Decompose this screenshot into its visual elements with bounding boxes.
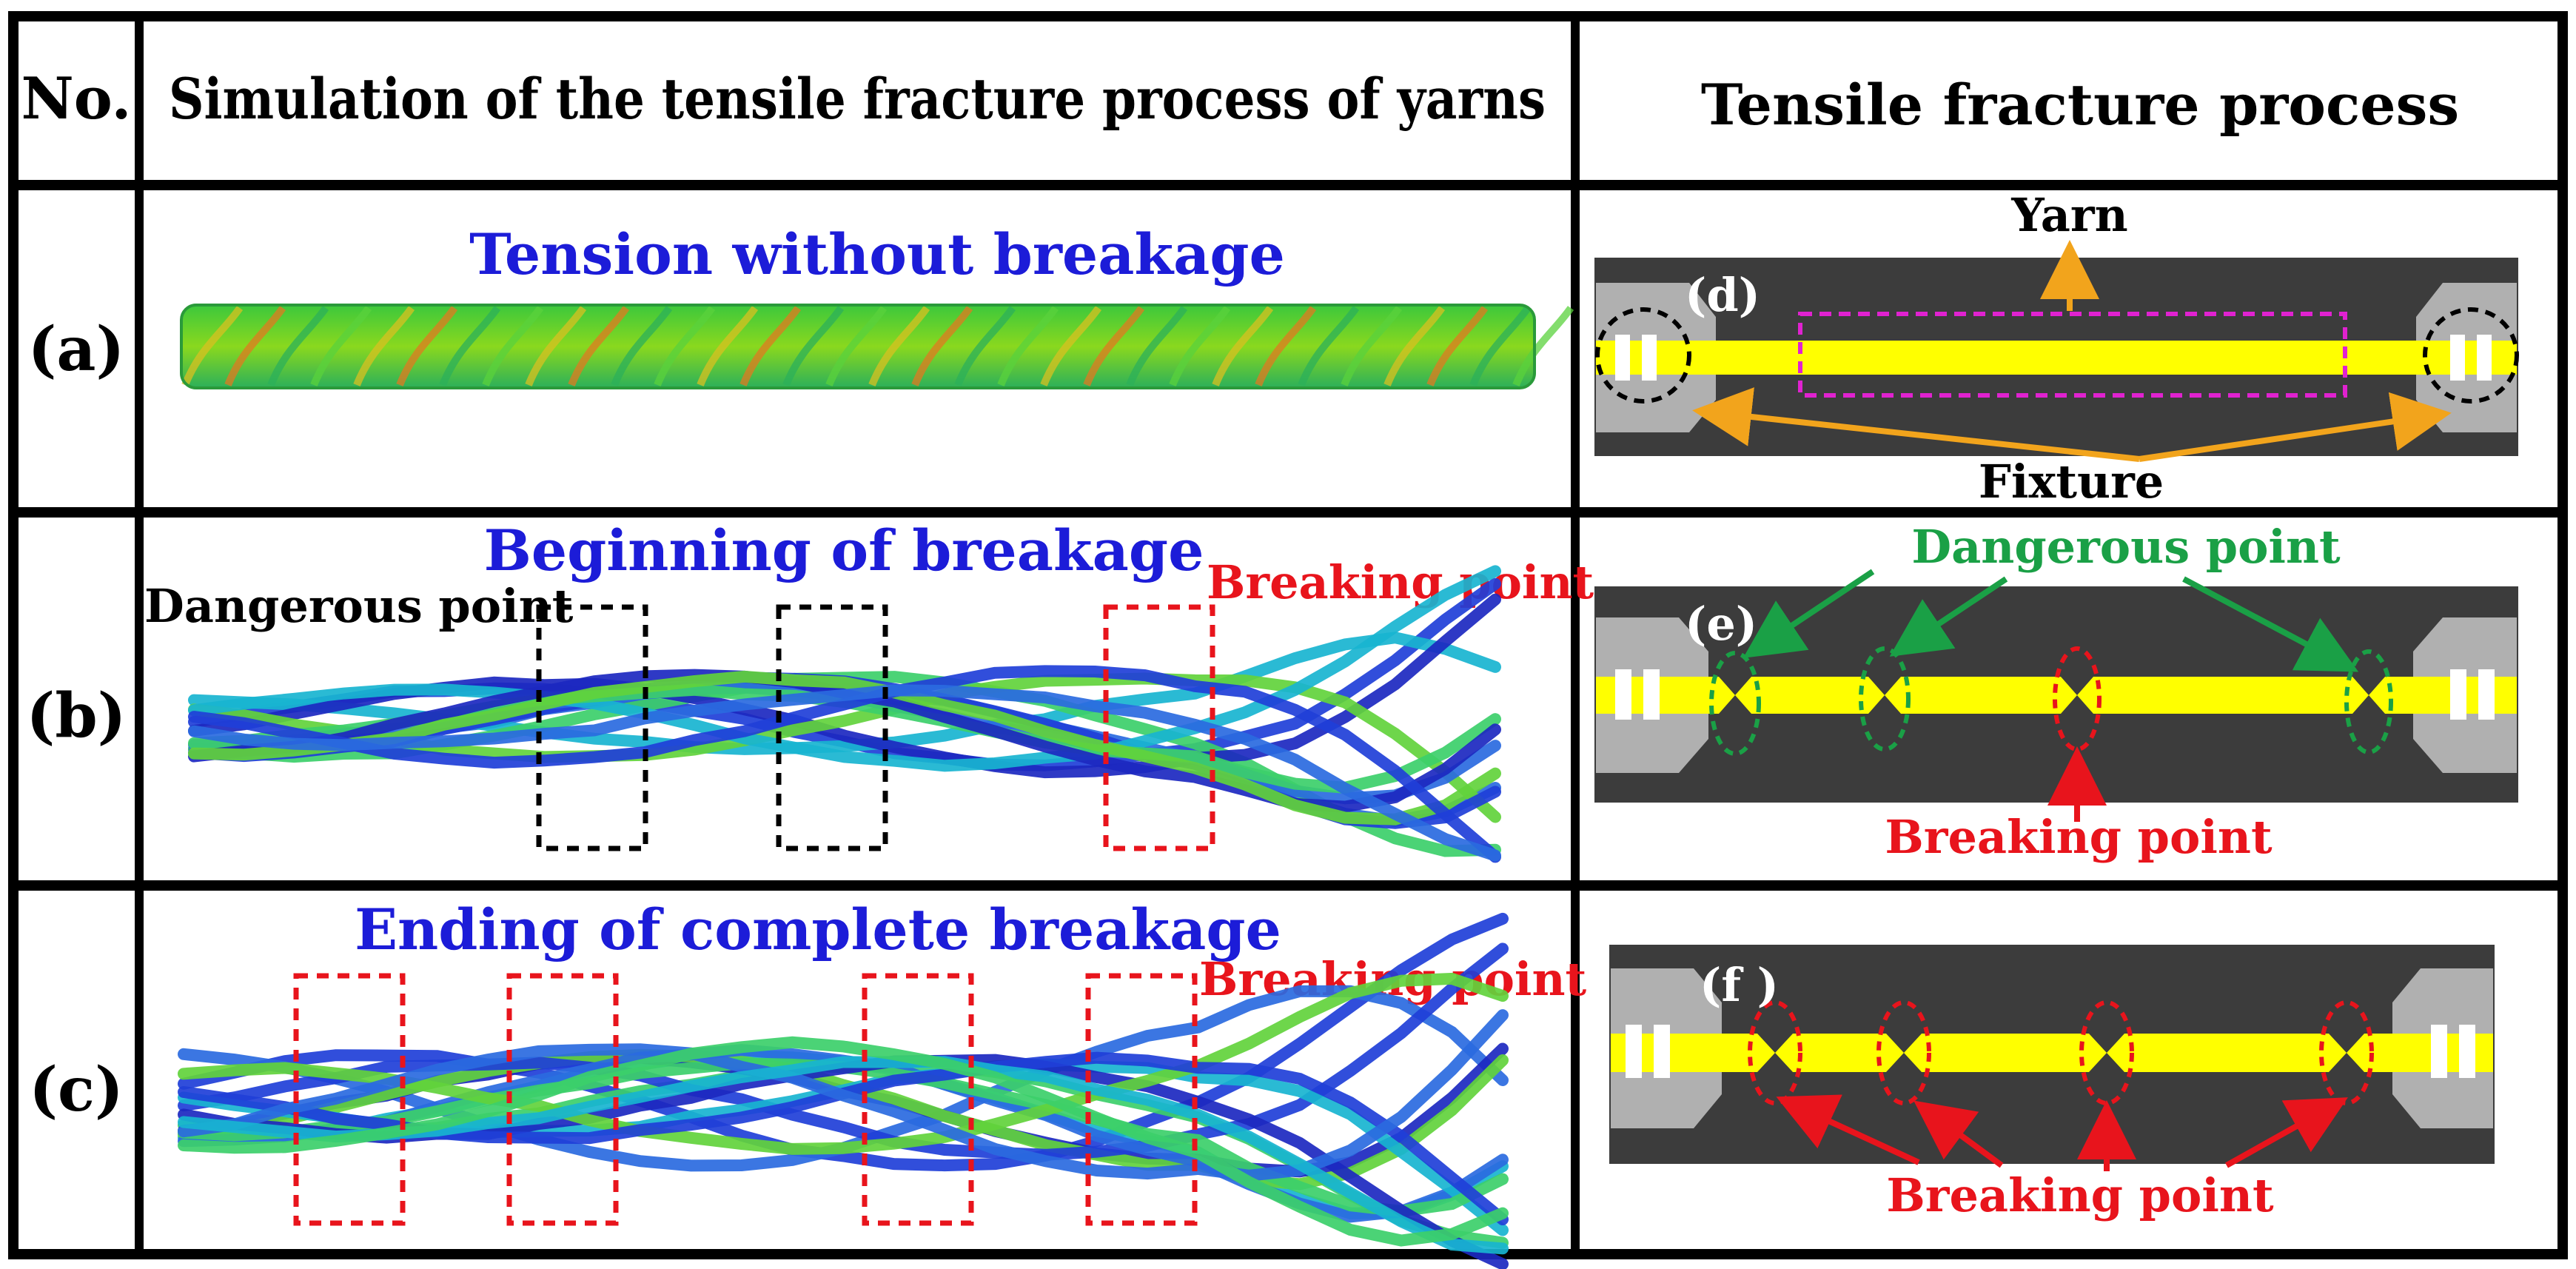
row-b-breaking-label: Breaking point — [1207, 555, 1594, 609]
row-label-a: (a) — [28, 314, 125, 385]
row-a-title: Tension without breakage — [469, 221, 1285, 287]
schematic-f-tag: (f ) — [1700, 958, 1779, 1012]
breaking-box-c2 — [506, 973, 619, 1226]
schematic-e — [1594, 569, 2518, 822]
row-c-title: Ending of complete breakage — [355, 897, 1281, 962]
dangerous-box-2 — [776, 604, 888, 851]
schematic-e-dangerous-label: Dangerous point — [1911, 520, 2341, 574]
header-no: No. — [21, 65, 131, 133]
table-grid — [8, 11, 2568, 1259]
row-b-dangerous-label: Dangerous point — [144, 579, 574, 633]
row-b-markers — [536, 604, 1215, 851]
intact-yarn-render — [180, 304, 1574, 389]
schematic-d-fixture-label: Fixture — [1979, 455, 2164, 509]
dangerous-box-1 — [536, 604, 648, 851]
partially-broken-yarn-render — [188, 565, 1501, 863]
schematic-d-yarn-label: Yarn — [2010, 188, 2127, 242]
row-b-title: Beginning of breakage — [484, 518, 1204, 583]
breaking-box-b — [1103, 604, 1215, 851]
schematic-f — [1609, 945, 2495, 1171]
breaking-box-c3 — [862, 973, 974, 1226]
breaking-box-c4 — [1085, 973, 1198, 1226]
row-label-b: (b) — [27, 680, 127, 751]
row-c-markers — [293, 973, 1198, 1226]
schematic-e-tag: (e) — [1685, 597, 1757, 651]
schematic-f-breaking-label: Breaking point — [1886, 1168, 2274, 1222]
schematic-d — [1594, 240, 2519, 462]
breaking-box-c1 — [293, 973, 406, 1226]
schematic-d-tag: (d) — [1685, 268, 1760, 322]
header-process: Tensile fracture process — [1701, 72, 2459, 138]
header-simulation: Simulation of the tensile fracture proce… — [169, 66, 1546, 132]
row-label-c: (c) — [29, 1054, 124, 1125]
schematic-e-breaking-label: Breaking point — [1885, 810, 2273, 864]
